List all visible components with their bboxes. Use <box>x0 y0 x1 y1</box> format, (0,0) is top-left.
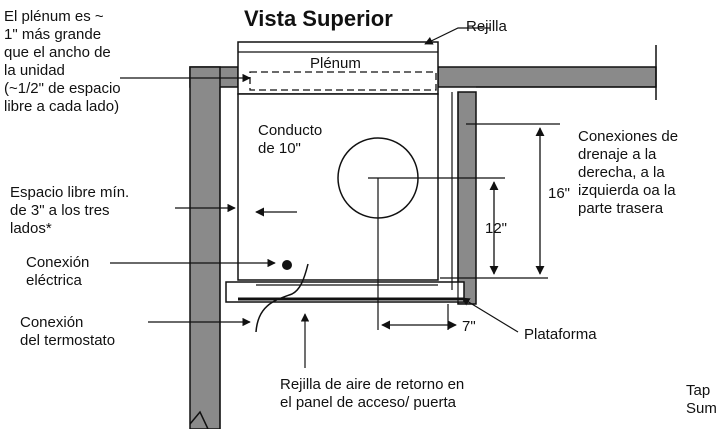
label-plataforma: Plataforma <box>524 326 597 343</box>
label-conducto: Conducto de 10" <box>258 122 323 157</box>
top-wall-right <box>437 66 657 88</box>
label-rejilla: Rejilla <box>466 18 507 35</box>
left-wall <box>189 66 221 430</box>
label-conexion-electrica: Conexión eléctrica <box>26 254 90 289</box>
leader-rejilla <box>424 27 490 45</box>
label-dim-16: 16" <box>548 185 571 202</box>
leader-plataforma <box>461 297 519 333</box>
label-rejilla-retorno: Rejilla de aire de retorno en el panel d… <box>280 376 465 411</box>
electrical-dot <box>282 260 292 270</box>
label-plenum: Plénum <box>310 55 361 72</box>
label-dim-12: 12" <box>485 220 508 237</box>
label-espacio-libre: Espacio libre mín. de 3" a los tres lado… <box>10 184 130 237</box>
diagram-title: Vista Superior <box>244 6 393 31</box>
thermostat-wire <box>255 263 309 333</box>
label-cut-note: Tap Sum <box>686 382 717 417</box>
plenum-box <box>237 41 439 95</box>
label-drenaje: Conexiones de drenaje a la derecha, a la… <box>578 128 679 217</box>
label-conexion-termostato: Conexión del termostato <box>20 314 116 349</box>
label-plenum-note: El plénum es ~ 1" más grande que el anch… <box>4 8 121 115</box>
label-dim-7: 7" <box>462 318 476 335</box>
